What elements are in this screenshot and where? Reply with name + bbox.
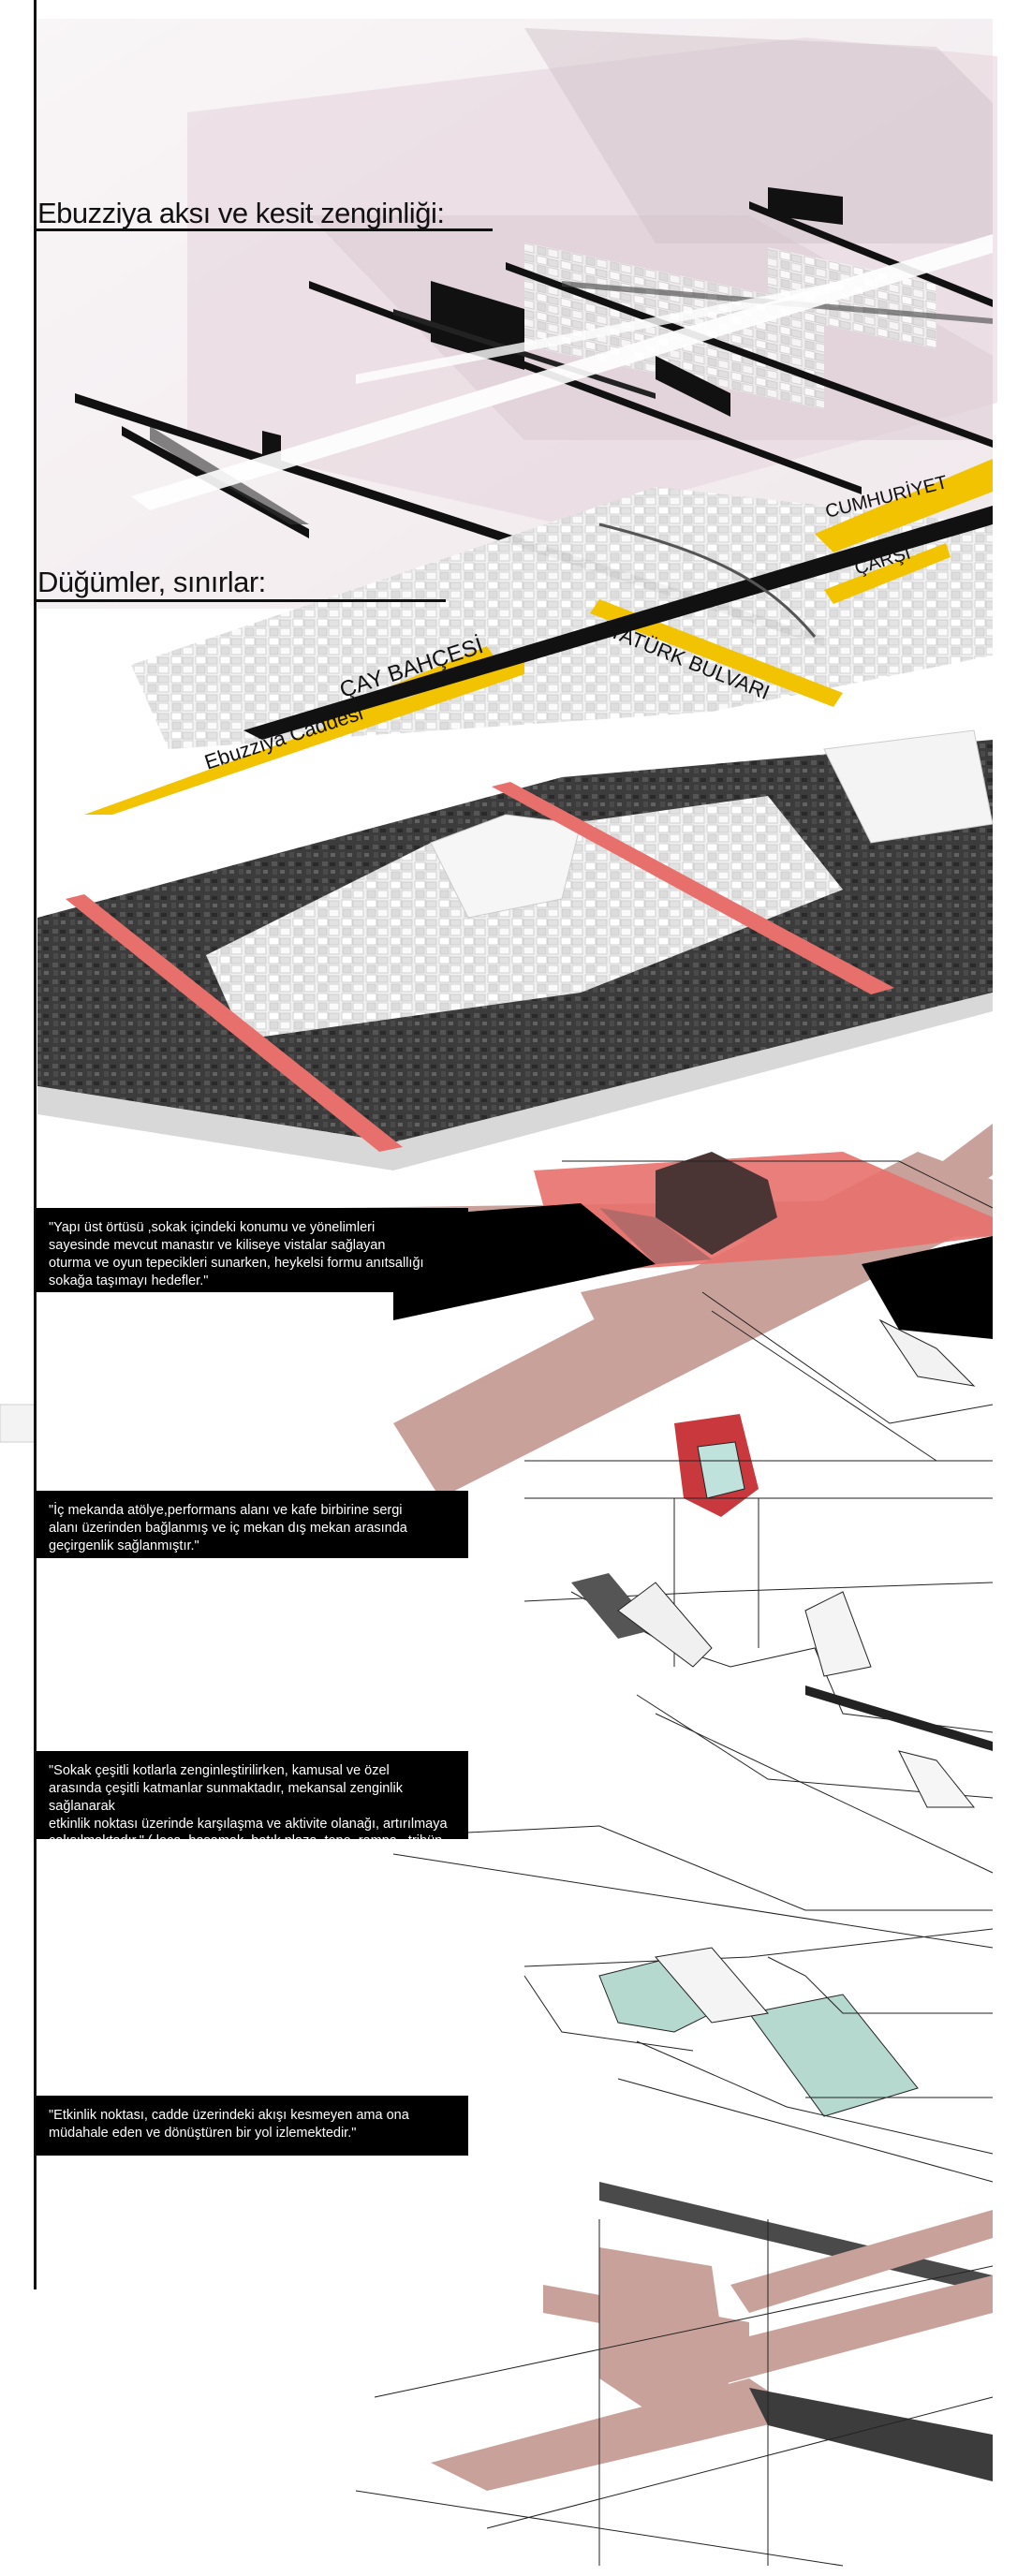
quote-line: geçirgenlik sağlanmıştır." bbox=[49, 1538, 199, 1553]
street-ribbon-cumhuriyet bbox=[815, 459, 993, 552]
sculptural-roof bbox=[656, 1152, 777, 1255]
axis-glow-road bbox=[131, 234, 993, 510]
quote-levels: "Sokak çeşitli kotlarla zenginleştirilir… bbox=[36, 1751, 468, 1866]
quote-line: "Etkinlik noktası, cadde üzerindeki akış… bbox=[49, 2108, 409, 2123]
heading-nodes-rule bbox=[34, 599, 446, 602]
heading-nodes: Düğümler, sınırlar: bbox=[37, 566, 266, 598]
layer-footprint bbox=[355, 2182, 994, 2567]
quote-line: sayesinde mevcut manastır ve kiliseye vi… bbox=[49, 1237, 386, 1253]
exploded-axonometric bbox=[337, 1124, 994, 2567]
street-ribbon-carsi bbox=[824, 543, 951, 604]
street-ribbon-ataturk bbox=[590, 599, 843, 707]
quote-line: "İç mekanda atölye,performans alanı ve k… bbox=[49, 1503, 403, 1518]
quote-line: arasında çeşitli katmanlar sunmaktadır, … bbox=[49, 1780, 403, 1814]
quote-line: oturma ve oyun tepecikleri sunarken, hey… bbox=[49, 1255, 424, 1271]
left-edge-artifact bbox=[0, 1404, 37, 1443]
quote-line: çalışılmaktadır." ( loca, basamak, batık… bbox=[49, 1833, 443, 1867]
margin-rule bbox=[34, 0, 37, 2289]
street-ribbon-ebuzziya bbox=[84, 655, 524, 815]
map-shadow bbox=[37, 993, 993, 1170]
black-axis-ribbon bbox=[243, 506, 993, 740]
quote-line: etkinlik noktası üzerinde karşılaşma ve … bbox=[49, 1816, 448, 1832]
quote-line: "Sokak çeşitli kotlarla zenginleştirilir… bbox=[49, 1763, 390, 1778]
north-massing bbox=[823, 729, 994, 844]
quote-interior: "İç mekanda atölye,performans alanı ve k… bbox=[36, 1491, 468, 1558]
mint-plaza bbox=[748, 1994, 919, 2117]
quote-line: müdahale eden ve dönüştüren bir yol izle… bbox=[49, 2125, 357, 2141]
layer-interior bbox=[523, 1414, 994, 1874]
red-boundary-west bbox=[66, 894, 403, 1152]
quote-event-point: "Etkinlik noktası, cadde üzerindeki akış… bbox=[36, 2096, 468, 2156]
quote-line: "Yapı üst örtüsü ,sokak içindeki konumu … bbox=[49, 1220, 376, 1235]
nodes-boundaries-diagram bbox=[37, 459, 994, 1170]
heading-axis-rule bbox=[34, 228, 493, 231]
quote-line: sokağa taşımayı hedefler." bbox=[49, 1273, 209, 1288]
heading-axis: Ebuzziya aksı ve kesit zenginliği: bbox=[37, 197, 445, 229]
central-massing bbox=[206, 796, 843, 1039]
layer-levels bbox=[392, 1825, 994, 2183]
central-massing-tall bbox=[430, 814, 582, 919]
quote-line: alanı üzerinden bağlanmış ve iç mekan dı… bbox=[49, 1520, 407, 1536]
red-boundary-east bbox=[492, 782, 894, 994]
pink-veil-plane bbox=[524, 28, 993, 243]
quote-roof: "Yapı üst örtüsü ,sokak içindeki konumu … bbox=[36, 1208, 468, 1292]
layer-roof bbox=[337, 1124, 994, 1498]
